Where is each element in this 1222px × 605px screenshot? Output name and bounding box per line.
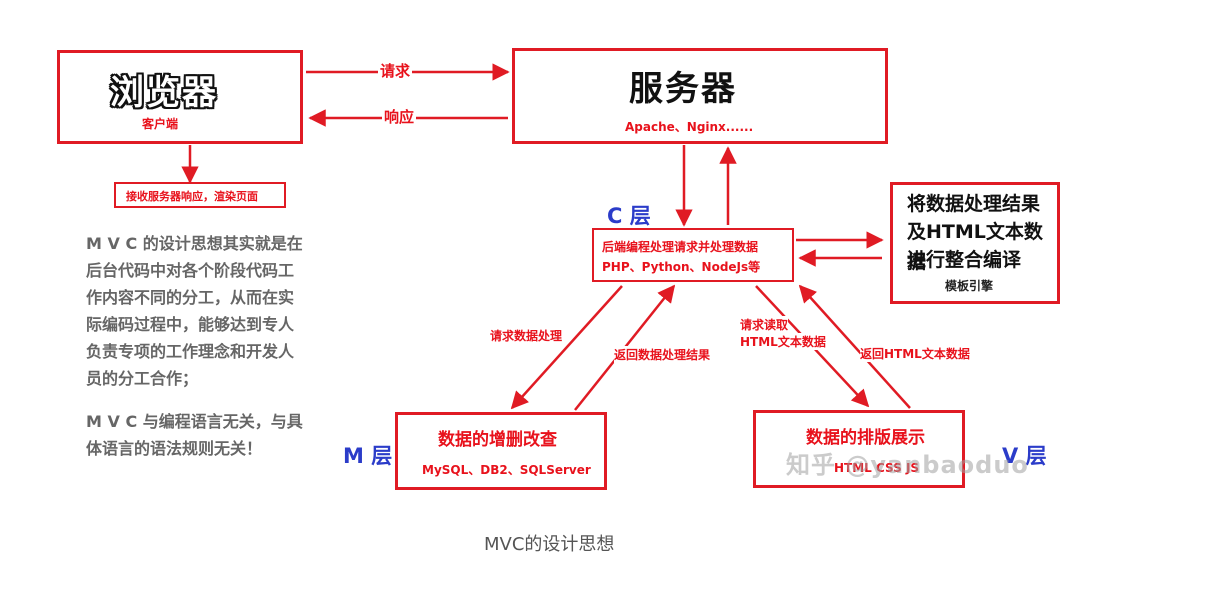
m-layer-title: 数据的增删改查 — [438, 430, 557, 450]
description-line: 作内容不同的分工，从而在实 — [86, 288, 295, 307]
browser-box: 浏览器 客户端 — [57, 50, 303, 144]
m-layer-sub: MySQL、DB2、SQLServer — [422, 463, 591, 477]
edge-return-data: 返回数据处理结果 — [614, 346, 711, 363]
template-line2: 及HTML文本数据 — [907, 221, 1043, 273]
edge-request-read-2: HTML文本数据 — [740, 333, 826, 350]
render-note-box: 接收服务器响应，渲染页面 — [114, 182, 286, 208]
description-line: 际编码过程中，能够达到专人 — [86, 315, 295, 334]
v-layer-sub: HTML CSS JS — [834, 461, 920, 475]
edge-request-read-1: 请求读取 — [740, 316, 789, 333]
server-title: 服务器 — [629, 69, 737, 109]
c-layer-label: C 层 — [607, 204, 651, 228]
description-line: M V C 的设计思想其实就是在 — [86, 234, 303, 253]
m-layer-label: M 层 — [343, 444, 393, 468]
server-box: 服务器 Apache、Nginx...... — [512, 48, 888, 144]
template-engine-box: 将数据处理结果 及HTML文本数据 进行整合编译 模板引擎 — [890, 182, 1060, 304]
description-line: 负责专项的工作理念和开发人 — [86, 342, 295, 361]
c-layer-box: 后端编程处理请求并处理数据 PHP、Python、NodeJs等 — [592, 228, 794, 282]
m-layer-box: 数据的增删改查 MySQL、DB2、SQLServer — [395, 412, 607, 490]
request-label: 请求 — [378, 60, 413, 81]
v-layer-label: V 层 — [1002, 444, 1047, 468]
template-sub: 模板引擎 — [945, 279, 994, 293]
browser-subtitle: 客户端 — [142, 117, 179, 131]
description-line: M V C 与编程语言无关，与具 — [86, 412, 303, 431]
browser-title: 浏览器 — [110, 73, 218, 113]
server-subtitle: Apache、Nginx...... — [625, 120, 754, 134]
edge-return-html: 返回HTML文本数据 — [860, 345, 970, 362]
render-note: 接收服务器响应，渲染页面 — [126, 190, 258, 203]
edge-request-data: 请求数据处理 — [490, 327, 563, 344]
c-to-m-arrow — [510, 285, 623, 410]
template-line1: 将数据处理结果 — [907, 193, 1041, 215]
v-layer-title: 数据的排版展示 — [806, 428, 925, 448]
figure-caption: MVC的设计思想 — [484, 534, 615, 555]
description-line: 后台代码中对各个阶段代码工 — [86, 261, 295, 280]
mvc-description: M V C 的设计思想其实就是在 后台代码中对各个阶段代码工 作内容不同的分工，… — [86, 230, 326, 462]
response-label: 响应 — [382, 106, 417, 127]
description-line: 体语言的语法规则无关！ — [86, 439, 263, 458]
v-to-c-arrow — [798, 284, 911, 409]
v-layer-box: 数据的排版展示 HTML CSS JS — [753, 410, 965, 488]
template-line3: 进行整合编译 — [907, 249, 1022, 271]
description-line: 员的分工合作； — [86, 369, 199, 388]
c-layer-line1: 后端编程处理请求并处理数据 — [602, 240, 759, 254]
c-layer-line2: PHP、Python、NodeJs等 — [602, 260, 761, 274]
watermark: 知乎 @yanbaoduo — [786, 451, 1029, 479]
